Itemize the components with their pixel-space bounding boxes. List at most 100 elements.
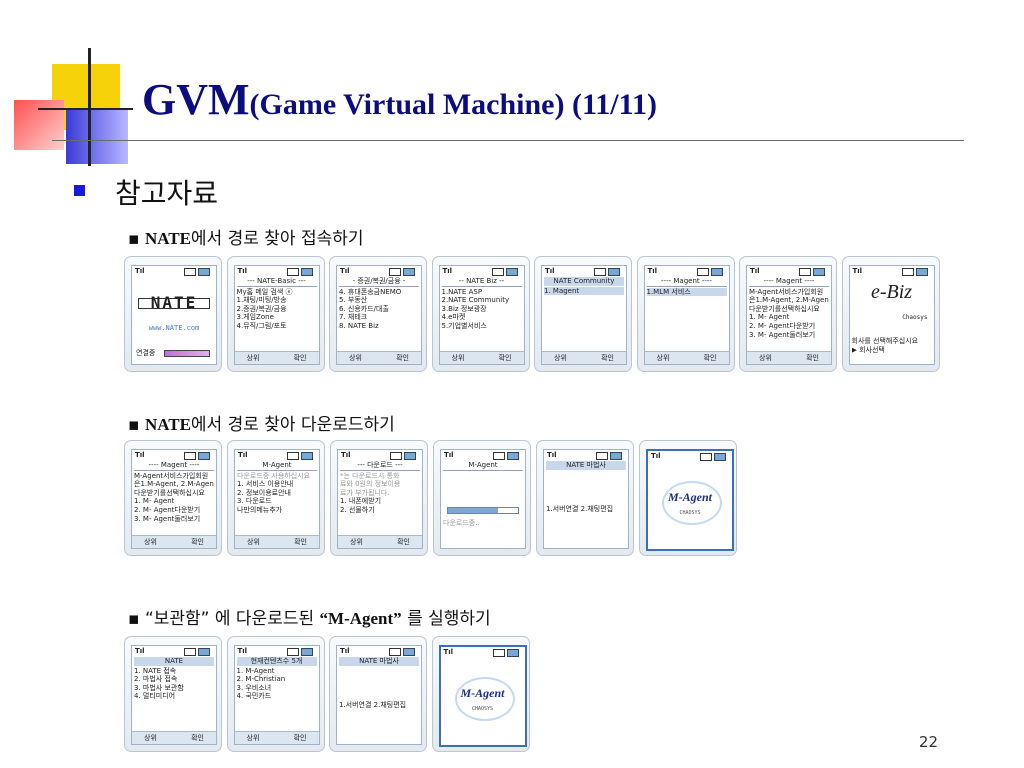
screen-title: ---- Magent ---- [134, 461, 214, 471]
list-item[interactable]: 2.증권/복권/금융 [236, 304, 287, 313]
softkey-bar: 상위 확인 [644, 351, 729, 364]
softkey-back[interactable]: 상위 [247, 538, 260, 546]
section-heading: 참고자료 [115, 177, 219, 210]
list-item[interactable]: 2. M-Christian [236, 675, 286, 684]
list-item[interactable]: 8. NATE Biz [339, 321, 379, 330]
status-bar: Tıl [440, 266, 524, 276]
brand-text: Chaosys [902, 314, 928, 321]
signal-icon: Tıl [237, 267, 248, 275]
list-item[interactable]: 3. 다운로드 [237, 497, 272, 506]
signal-icon: Tıl [341, 451, 351, 459]
softkey-ok[interactable]: 확인 [498, 354, 512, 362]
list-item[interactable]: My홈 메일 검색 ⓔ [236, 287, 293, 296]
softkey-ok[interactable]: 확인 [294, 538, 307, 546]
status-bar: Tıl [235, 646, 319, 656]
list-item[interactable]: 나만의메뉴추가 [237, 505, 283, 514]
list-item[interactable]: 2.NATE Community [441, 296, 510, 305]
list-item[interactable]: 1. 내폰에받기 [340, 497, 382, 506]
signal-icon: Tıl [547, 451, 557, 459]
battery-icon [700, 453, 712, 461]
softkey-ok[interactable]: 확인 [191, 538, 204, 546]
list-item[interactable]: 다운로드중 사용하십시요 [237, 471, 311, 480]
list-item[interactable]: 5.기업별서비스 [441, 321, 487, 330]
softkey-back[interactable]: 상위 [144, 538, 157, 546]
list-item[interactable]: M-Agent서비스가입회원 [134, 471, 209, 480]
softkey-back[interactable]: 상위 [349, 354, 362, 362]
list-item[interactable]: 3.게임Zone [236, 313, 274, 322]
list-item[interactable]: 3.Biz 정보광장 [441, 304, 487, 313]
softkey-ok[interactable]: 확인 [601, 354, 614, 362]
list-item[interactable]: 다운로드중.. [443, 518, 480, 527]
list-item[interactable]: 1. M- Agent [134, 497, 175, 506]
list-item[interactable]: 1. Magent [544, 286, 624, 296]
list-item[interactable]: 료와 0원의 정보이용 [340, 480, 401, 489]
list-item[interactable]: 2. 선물하기 [340, 505, 375, 514]
list-item[interactable]: 은1.M-Agent, 2.M-Agent [134, 480, 214, 489]
list-item[interactable]: 2. M- Agent다운받기 [134, 505, 201, 514]
list-item[interactable]: 4.e마켓 [441, 313, 466, 322]
softkey-ok[interactable]: 확인 [191, 734, 204, 742]
softkey-ok[interactable]: 확인 [396, 354, 409, 362]
list-item[interactable]: 다운받기를선택하십시요 [134, 488, 205, 497]
softkey-back[interactable]: 상위 [759, 354, 772, 362]
list-item[interactable]: 1. 서비스 이용안내 [237, 480, 294, 489]
list-item[interactable]: 4. 국민카드 [236, 692, 272, 701]
status-bar: Tıl [747, 266, 831, 276]
softkey-ok[interactable]: 확인 [397, 538, 410, 546]
battery-icon [696, 268, 709, 276]
softkey-back[interactable]: 상위 [656, 354, 670, 362]
softkey-back[interactable]: 상위 [451, 354, 465, 362]
list-item[interactable]: 2. M- Agent다운받기 [749, 321, 816, 330]
list-item[interactable]: 5. 부동산 [339, 296, 368, 305]
list-item[interactable]: 1.서버연결 2.채팅편집 [339, 700, 407, 709]
softkey-back[interactable]: 상위 [350, 538, 363, 546]
list-item[interactable]: 1. NATE 접속 [134, 666, 177, 675]
softkey-back[interactable]: 상위 [554, 354, 567, 362]
list-item[interactable]: *는 다운로드시 통화 [340, 471, 400, 480]
battery-icon [184, 648, 196, 656]
softkey-back[interactable]: 상위 [246, 734, 260, 742]
list-item[interactable]: 4.뮤직/그림/포토 [236, 321, 287, 330]
list-item[interactable]: 4. 멀티미디어 [134, 692, 176, 701]
list-item[interactable]: 2. 정보이용료안내 [237, 488, 291, 497]
softkey-back[interactable]: 상위 [144, 734, 157, 742]
list-item[interactable]: 1.MLM 서비스 [646, 287, 727, 297]
softkey-ok[interactable]: 확인 [703, 354, 717, 362]
list-item[interactable]: 4. 휴대폰송금NEMO [339, 287, 402, 296]
list-item[interactable]: M-Agent서비스가입회원 [749, 287, 824, 296]
deco-hline [38, 108, 133, 110]
list-item[interactable]: 1. M-Agent [236, 666, 275, 675]
list-item[interactable]: 3. M- Agent둘러보기 [749, 330, 816, 339]
screen-title: M-Agent [443, 461, 523, 471]
progress-fill [448, 507, 499, 513]
bullet-icon [74, 185, 85, 196]
list-item[interactable]: 3. 마법사 보관함 [134, 683, 184, 692]
list-item[interactable]: ▶ 회사선택 [851, 345, 885, 354]
list-item[interactable]: 7. 재테크 [339, 313, 368, 322]
list-item[interactable]: 은1.M-Agent, 2.M-Agent [749, 296, 829, 305]
list-item[interactable]: 2. 마법사 접속 [134, 675, 178, 684]
list-item[interactable]: 3. 우비소녀 [236, 683, 272, 692]
softkey-ok[interactable]: 확인 [806, 354, 819, 362]
list-item[interactable]: 6. 신용카드/대출 [339, 304, 389, 313]
softkey-ok[interactable]: 확인 [293, 734, 307, 742]
list-item[interactable]: 3. M- Agent둘러보기 [134, 514, 201, 523]
message-icon [403, 268, 415, 276]
list-item[interactable]: 다운받기를선택하십시요 [749, 304, 820, 313]
status-bar: Tıl [235, 266, 319, 276]
softkey-ok[interactable]: 확인 [293, 354, 307, 362]
list-item[interactable]: 1.채팅/미팅/방송 [236, 296, 287, 305]
list-item[interactable]: 회사를 선택해주십시요 [851, 337, 919, 345]
softkey-bar: 상위 확인 [338, 535, 422, 548]
list-item[interactable]: 1.서버연결 2.채팅편집 [546, 504, 614, 513]
list-item[interactable]: 료가 부가됩니다. [340, 488, 390, 497]
list-item[interactable]: 1. M- Agent [749, 313, 790, 322]
softkey-back[interactable]: 상위 [246, 354, 260, 362]
list-item[interactable]: 1.NATE ASP [441, 287, 483, 296]
